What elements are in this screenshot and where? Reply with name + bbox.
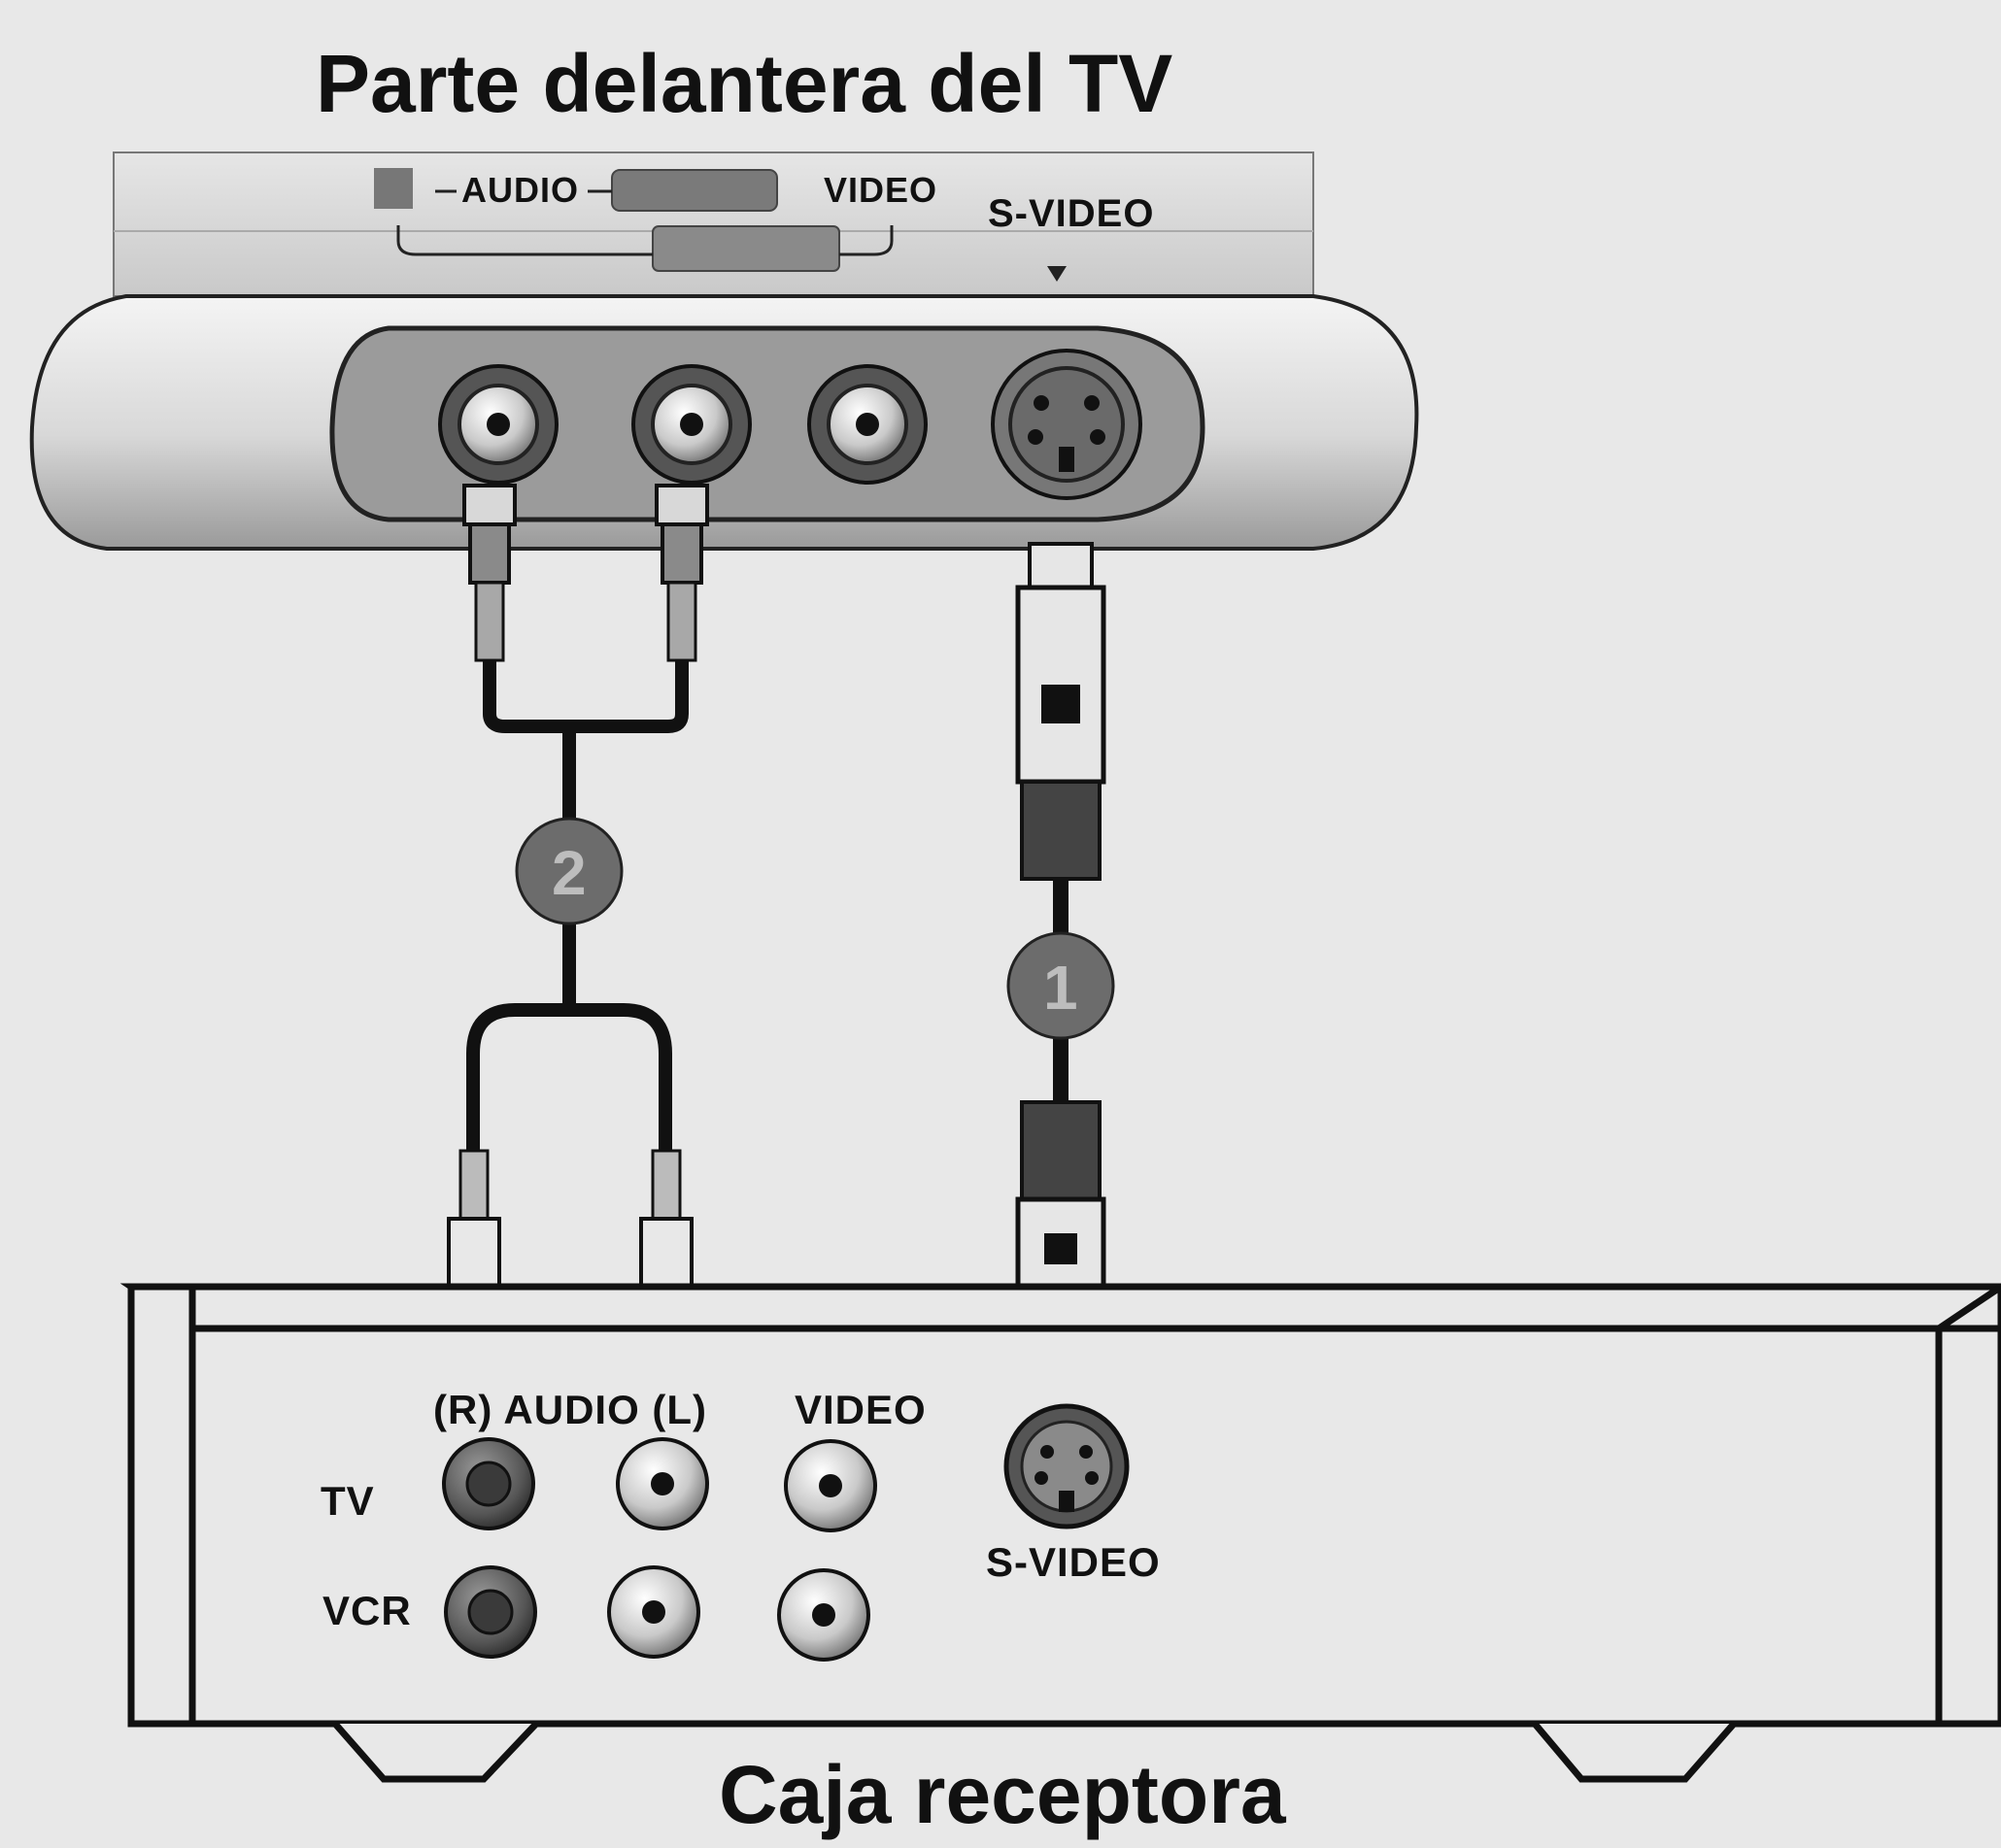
svideo-arrow-icon [1047, 266, 1067, 282]
receiver-tv-audio-r-jack-icon [442, 1437, 535, 1530]
tv-video-label: VIDEO [824, 170, 938, 210]
receiver-vcr-video-jack-icon [777, 1568, 870, 1662]
callout-2-number: 2 [552, 838, 587, 908]
tv-audio-l-jack-icon [631, 364, 752, 485]
tv-av-marker-icon [652, 225, 840, 272]
bottom-title: Caja receptora [719, 1749, 1286, 1840]
receiver-tv-audio-l-jack-icon [616, 1437, 709, 1530]
tv-jack-recess [329, 325, 1205, 522]
top-title: Parte delantera del TV [316, 38, 1173, 129]
callout-2-badge [515, 817, 624, 925]
receiver-tv-video-jack-icon [784, 1439, 877, 1532]
tv-svideo-label: S-VIDEO [988, 192, 1155, 235]
tv-r-marker-icon [374, 168, 413, 209]
tv-audio-label: AUDIO [461, 170, 579, 210]
tv-front-panel [29, 151, 1419, 551]
receiver-foot-right [1532, 1721, 1737, 1783]
tv-svideo-jack-icon [991, 349, 1142, 500]
receiver-box [119, 1283, 2001, 1783]
receiver-svideo-label: S-VIDEO [986, 1539, 1161, 1585]
tv-audio-r-jack-icon [438, 364, 559, 485]
receiver-vcr-audio-r-jack-icon [444, 1565, 537, 1659]
receiver-audio-label: (R) AUDIO (L) [433, 1387, 708, 1432]
receiver-svideo-jack-icon [1003, 1403, 1130, 1529]
tv-video-jack-icon [807, 364, 928, 485]
tv-lmono-marker-icon [611, 169, 778, 212]
receiver-row-vcr-label: VCR [322, 1588, 412, 1633]
receiver-row-tv-label: TV [321, 1478, 375, 1524]
receiver-foot-left [332, 1721, 539, 1783]
callout-1-number: 1 [1043, 953, 1078, 1023]
receiver-video-label: VIDEO [795, 1387, 927, 1432]
audio-cable [447, 484, 709, 1370]
receiver-vcr-audio-l-jack-icon [607, 1565, 700, 1659]
callout-1-badge [1006, 931, 1115, 1040]
